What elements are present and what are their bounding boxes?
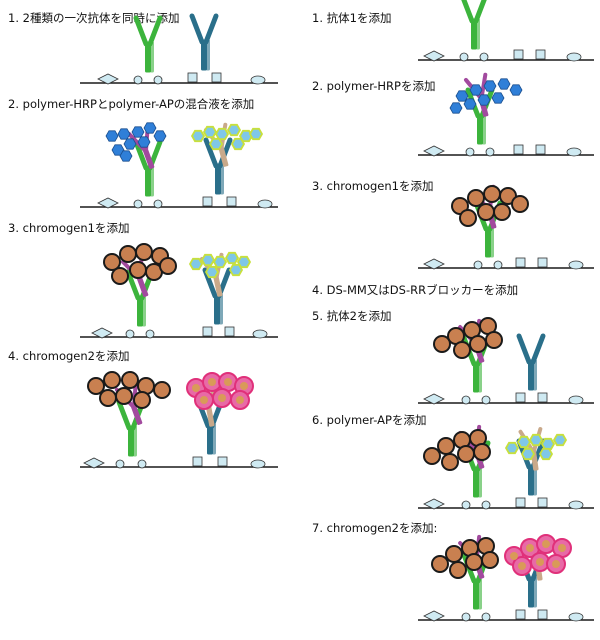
antigen-circle [153, 75, 163, 85]
right-step-5: 5. 抗体2を添加 [312, 309, 391, 323]
primary-antibody-2 [192, 16, 216, 70]
chromogen2-cluster [186, 372, 254, 410]
right-scene-5 [418, 317, 594, 405]
right-step-5-label: 5. 抗体2を添加 [312, 309, 391, 323]
right-step-3: 3. chromogen1を添加 [312, 179, 433, 193]
right-scene-7 [418, 534, 594, 622]
right-step-4-label: 4. DS-MM又はDS-RRブロッカーを添加 [312, 283, 518, 297]
right-step-2: 2. polymer-HRPを添加 [312, 79, 435, 93]
primary-antibody-1 [136, 18, 160, 72]
right-step-7: 7. chromogen2を添加: [312, 521, 437, 535]
right-scene-2 [418, 72, 594, 157]
left-step-3-label: 3. chromogen1を添加 [8, 221, 129, 235]
right-step-6: 6. polymer-APを添加 [312, 413, 426, 427]
left-step-1-label: 1. 2種類の一次抗体を同時に添加 [8, 11, 179, 25]
left-step-1: 1. 2種類の一次抗体を同時に添加 [8, 11, 179, 25]
left-scene-1 [80, 16, 278, 85]
antigen-diamond [97, 73, 119, 85]
left-step-4: 4. chromogen2を添加 [8, 349, 129, 363]
left-step-4-label: 4. chromogen2を添加 [8, 349, 129, 363]
left-scene-2 [80, 122, 278, 209]
right-step-7-label: 7. chromogen2を添加: [312, 521, 437, 535]
left-scene-4 [80, 371, 278, 469]
antigen-ellipse [250, 75, 266, 85]
right-scene-3 [418, 184, 594, 270]
left-step-3: 3. chromogen1を添加 [8, 221, 129, 235]
right-step-4: 4. DS-MM又はDS-RRブロッカーを添加 [312, 283, 518, 297]
antigen-circle [133, 75, 143, 85]
right-step-1-label: 1. 抗体1を添加 [312, 11, 391, 25]
right-step-1: 1. 抗体1を添加 [312, 11, 391, 25]
antigen-cylinder [211, 72, 222, 83]
chromogen1-cluster [103, 243, 177, 285]
right-scene-6 [418, 424, 594, 510]
left-step-2-label: 2. polymer-HRPとpolymer-APの混合液を添加 [8, 97, 254, 111]
left-scene-3 [80, 243, 278, 339]
right-step-3-label: 3. chromogen1を添加 [312, 179, 433, 193]
right-scene-1 [418, 0, 594, 62]
antigen-cylinder [187, 72, 198, 83]
right-step-2-label: 2. polymer-HRPを添加 [312, 79, 435, 93]
right-step-6-label: 6. polymer-APを添加 [312, 413, 426, 427]
left-step-2: 2. polymer-HRPとpolymer-APの混合液を添加 [8, 97, 254, 111]
